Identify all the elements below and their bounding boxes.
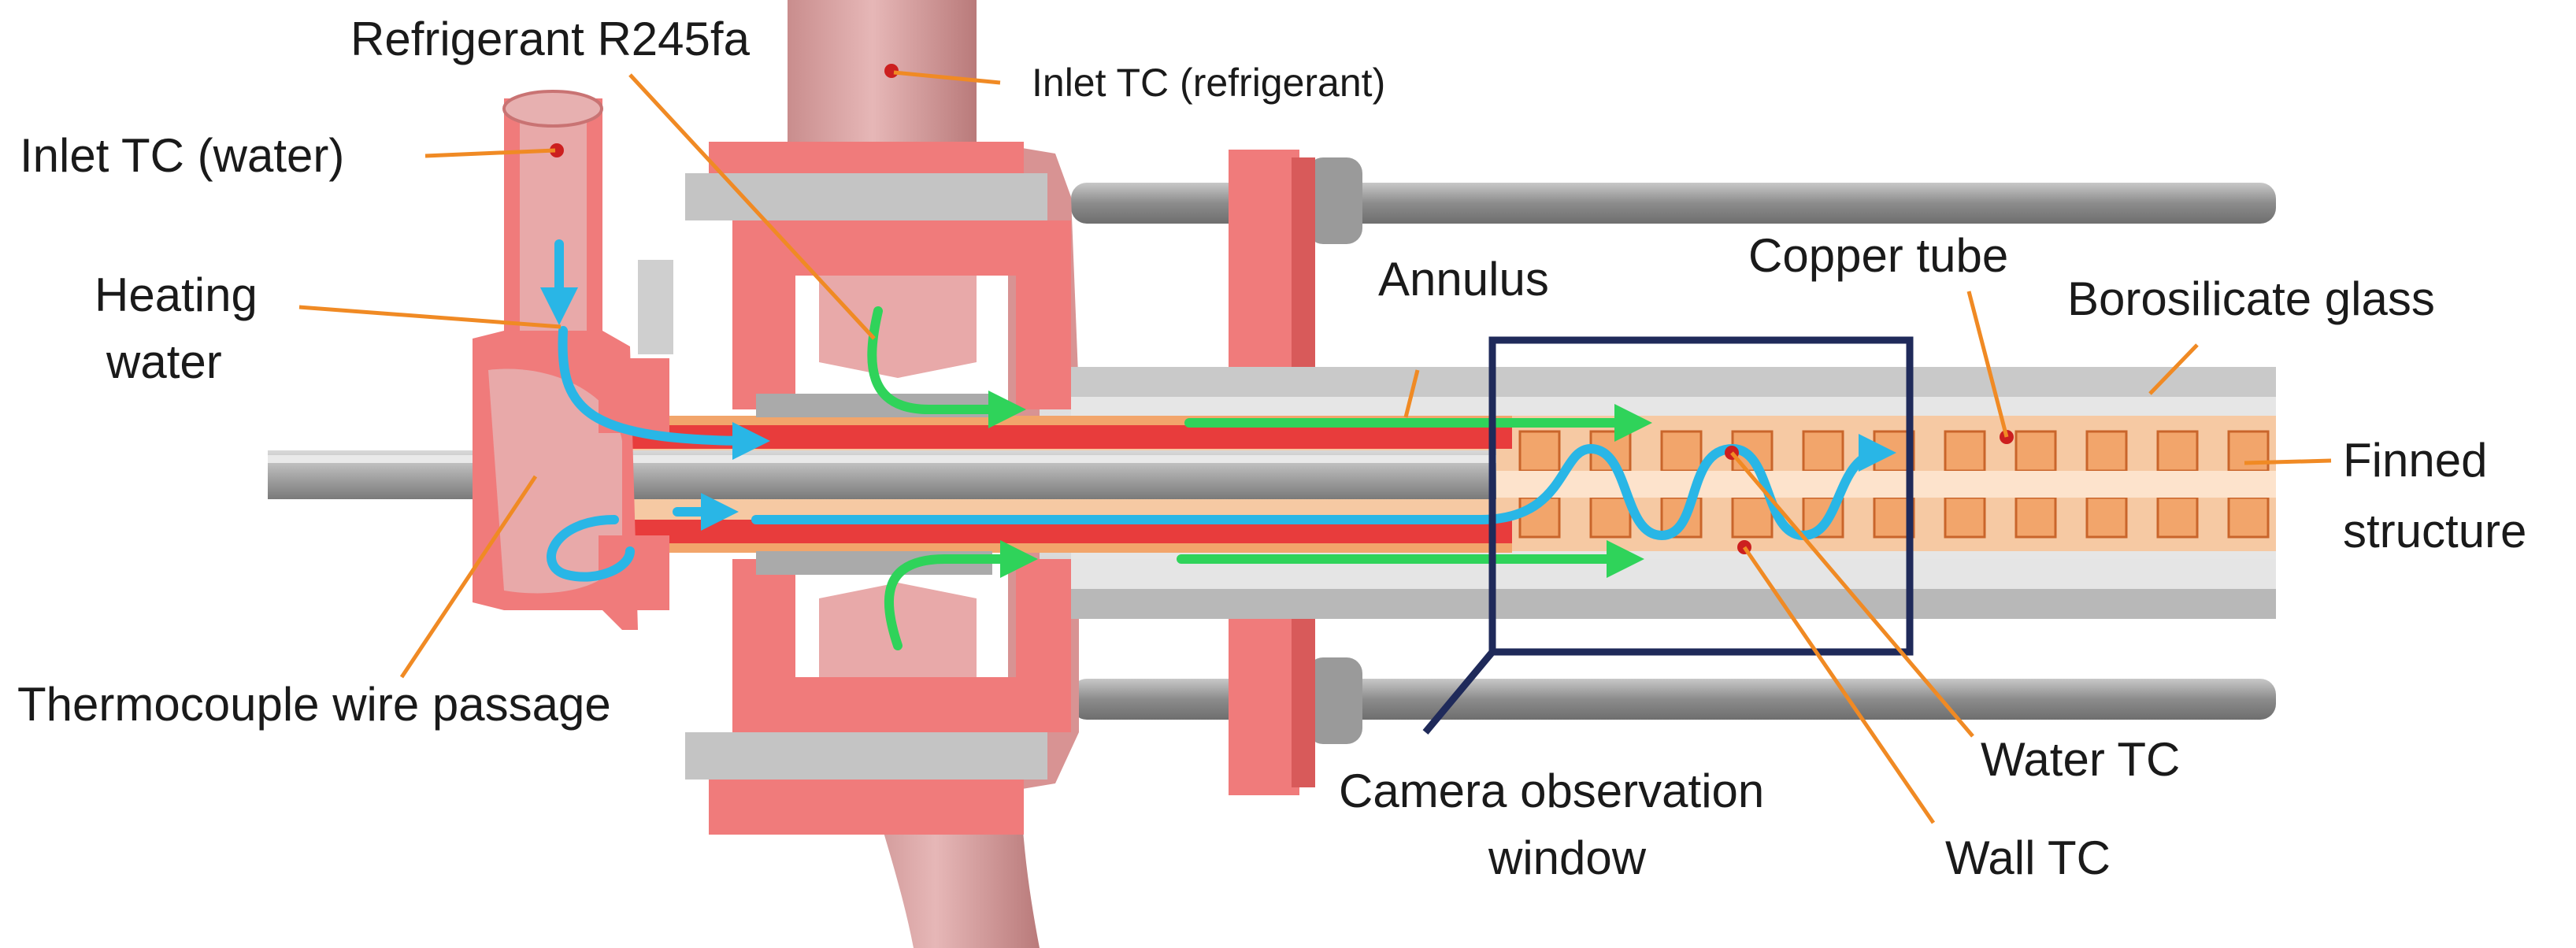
label-thermocouple-wire-passage: Thermocouple wire passage [17, 678, 611, 731]
label-refrigerant: Refrigerant R245fa [350, 13, 751, 65]
leader-inlet-tc-water [424, 148, 556, 158]
fin [2227, 430, 2270, 472]
leader-water-tc [1730, 451, 1974, 738]
fin [2014, 430, 2057, 472]
leader-annulus [1403, 369, 1420, 418]
tie-rods [1071, 157, 2276, 744]
fin [1731, 496, 1774, 539]
water-arrow-fins [751, 434, 1896, 541]
label-wall-tc: Wall TC [1945, 831, 2111, 884]
leader-refrigerant [628, 73, 876, 340]
leader-wall-tc [1742, 546, 1936, 824]
fin [2085, 430, 2128, 472]
inlet-tc-water-dot [550, 143, 564, 157]
fin [2014, 496, 2057, 539]
label-heating-water-line1: Heating [95, 268, 258, 321]
label-finned-structure-line1: Finned [2343, 434, 2487, 487]
leader-thermocouple-passage [399, 475, 538, 679]
water-arrow-turn [558, 326, 770, 460]
thermocouple-passage-tube [268, 450, 1496, 499]
label-inlet-tc-refrigerant: Inlet TC (refrigerant) [1032, 61, 1385, 105]
label-borosilicate-glass: Borosilicate glass [2067, 272, 2435, 325]
leader-heating-water [298, 305, 562, 329]
label-inlet-tc-water: Inlet TC (water) [20, 129, 344, 182]
fin [2227, 496, 2270, 539]
refrigerant-arrow-bottom [884, 540, 1038, 650]
label-water-tc: Water TC [1981, 733, 2180, 786]
fin [2156, 430, 2199, 472]
label-camera-window-line2: window [1488, 831, 1647, 884]
label-annulus: Annulus [1378, 253, 1549, 306]
refrigerant-arrow-top [867, 306, 1026, 428]
label-heating-water-line2: water [106, 335, 222, 388]
leader-copper-tube [1966, 291, 2009, 438]
fin [2085, 496, 2128, 539]
fin [1802, 430, 1844, 472]
label-camera-window-line1: Camera observation [1339, 765, 1764, 817]
fin [1944, 430, 1986, 472]
labels: Refrigerant R245fa Inlet TC (refrigerant… [17, 13, 2526, 884]
fin [1518, 430, 1561, 472]
leader-finned-structure [2244, 458, 2332, 465]
refrigerant-flow-arrows [867, 306, 1652, 650]
leader-borosilicate-glass [2148, 343, 2199, 395]
water-flow-arrows [540, 239, 1896, 582]
leader-lines [298, 70, 2332, 824]
fin [2156, 496, 2199, 539]
refrigerant-manifold [685, 142, 1071, 835]
fin [1589, 496, 1632, 539]
leader-inlet-tc-refrigerant [893, 70, 1001, 85]
label-copper-tube: Copper tube [1748, 229, 2008, 282]
water-arrow-swirl [547, 515, 635, 582]
fin [1944, 496, 1986, 539]
water-inlet-housing [473, 90, 673, 630]
camera-observation-window [1422, 336, 1914, 735]
label-finned-structure-line2: structure [2343, 505, 2526, 557]
fin [1660, 430, 1703, 472]
